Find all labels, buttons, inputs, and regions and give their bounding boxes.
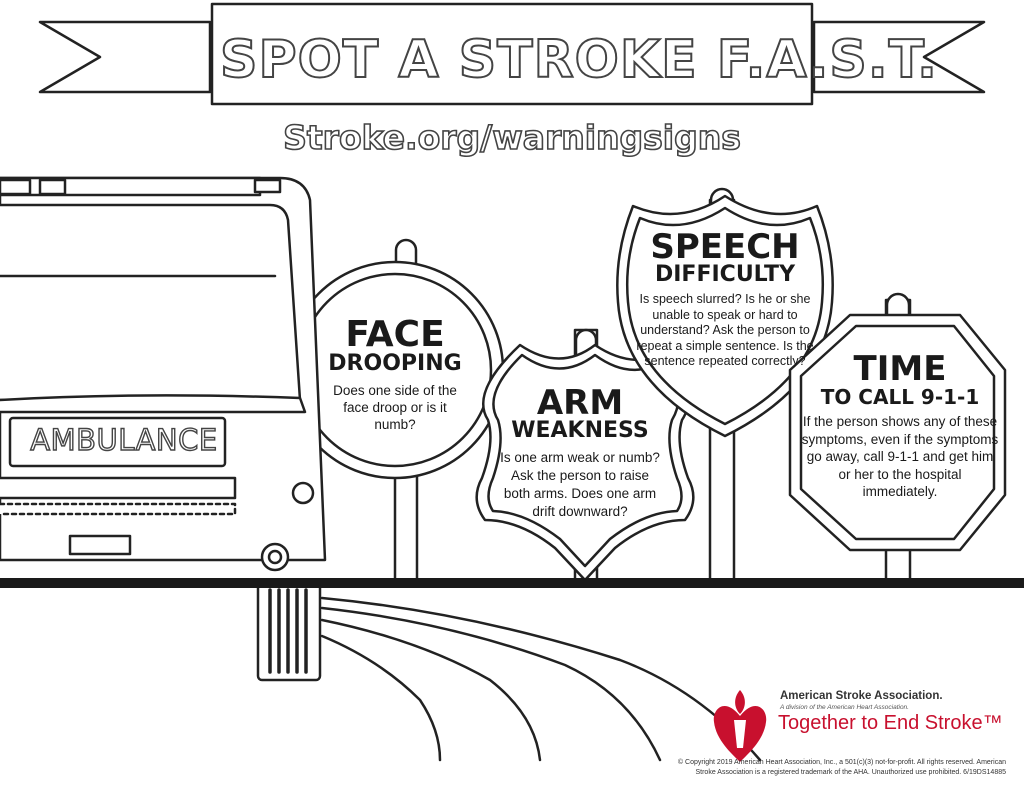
heart-torch-icon [713,690,767,762]
face-sign [285,260,505,480]
ambulance [0,176,327,682]
time-sign-subtitle: TO CALL 9-1-1 [820,385,980,409]
face-sign-subtitle: DROOPING [328,351,462,376]
face-sign-body: Does one side of the face droop or is it… [333,383,457,432]
speech-sign-subtitle: DIFFICULTY [654,262,795,287]
time-sign-body: If the person shows any of these symptom… [801,414,999,499]
arm-sign [475,343,695,582]
time-sign-title: TIME [853,349,947,389]
speech-sign [616,194,834,438]
copyright-notice: © Copyright 2019 American Heart Associat… [677,759,1006,776]
road-line [0,578,1024,588]
speech-sign-body: Is speech slurred? Is he or she unable t… [636,292,814,368]
road [320,596,762,762]
website-url: Stroke.org/warningsigns [282,117,741,158]
speech-sign-title: SPEECH [650,227,800,267]
arm-sign-title: ARM [536,383,624,423]
page-title: SPOT A STROKE F.A.S.T. [219,29,938,91]
tire-treads [268,588,308,674]
organization-tagline: Together to End Stroke™ [778,712,1003,734]
time-sign [788,313,1007,552]
face-sign-title: FACE [345,314,445,355]
arm-sign-body: Is one arm weak or numb? Ask the person … [500,450,660,519]
organization-division: A division of the American Heart Associa… [780,704,909,711]
title-banner [38,2,986,106]
organization-name: American Stroke Association. [780,690,943,702]
arm-sign-subtitle: WEAKNESS [511,418,649,443]
ambulance-label: AMBULANCE [30,422,218,457]
